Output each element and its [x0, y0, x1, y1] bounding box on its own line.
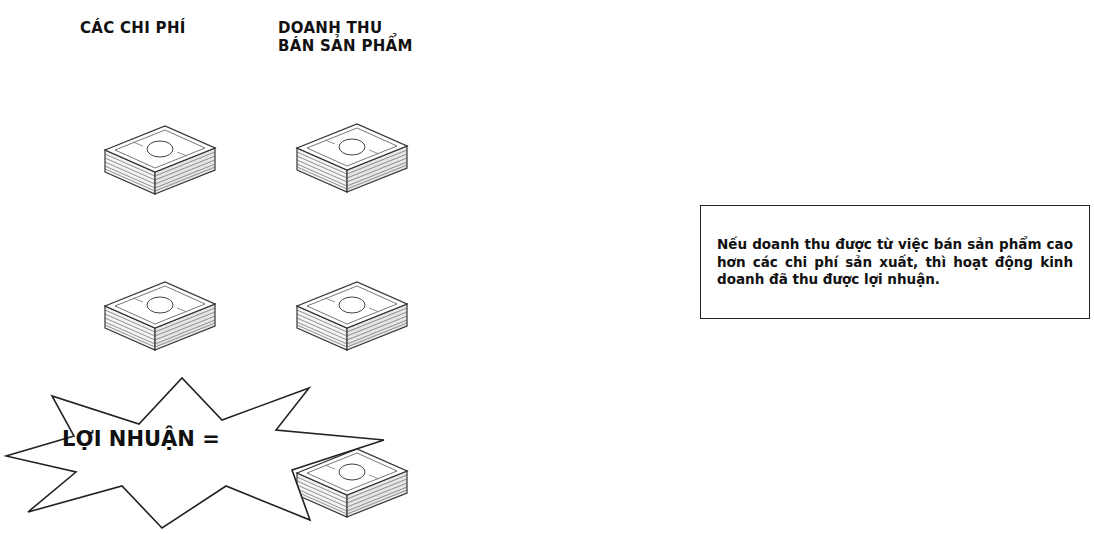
starburst-callout: LỢI NHUẬN =: [4, 374, 392, 532]
money-stack: [297, 282, 407, 350]
money-stack: [105, 126, 215, 194]
starburst-outline: [4, 374, 392, 532]
column-heading: CÁC CHI PHÍ: [80, 19, 240, 37]
note-box: Nếu doanh thu được từ việc bán sản phẩm …: [700, 205, 1090, 319]
callout-text: LỢI NHUẬN =: [62, 426, 252, 452]
money-stack: [105, 282, 215, 350]
column-heading: DOANH THU BÁN SẢN PHẨM: [278, 19, 413, 55]
note-text: Nếu doanh thu được từ việc bán sản phẩm …: [717, 236, 1073, 289]
money-stack: [297, 124, 407, 192]
